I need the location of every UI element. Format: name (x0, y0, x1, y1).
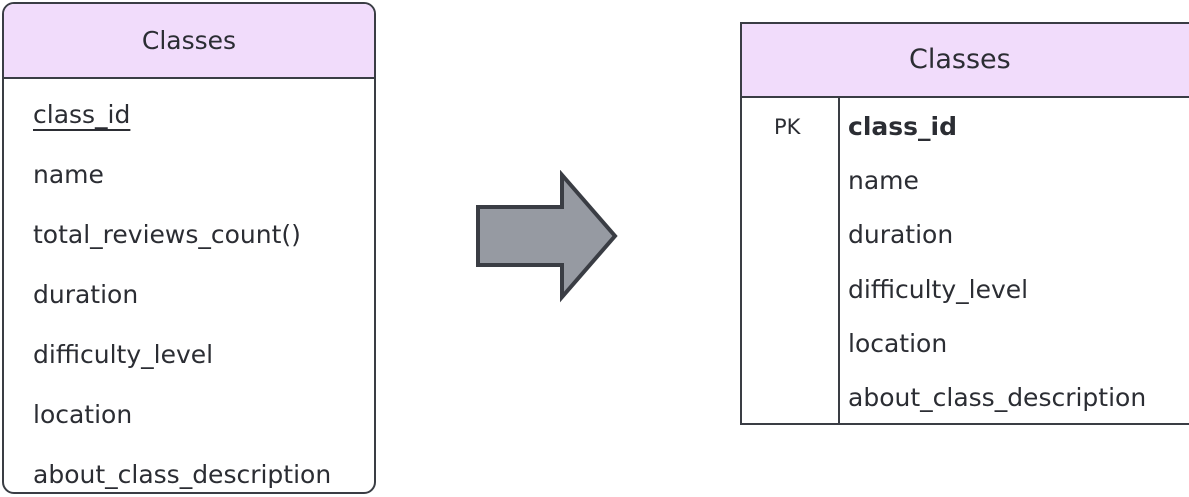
attribute-class-id: class_id (33, 100, 131, 129)
column-about-class-description: about_class_description (848, 383, 1147, 412)
column-location: location (848, 329, 948, 358)
column-duration: duration (848, 220, 954, 249)
transform-arrow-icon (476, 170, 618, 303)
table-header: Classes (742, 24, 1189, 98)
column-name: name (848, 166, 919, 195)
attribute-difficulty-level: difficulty_level (33, 340, 214, 369)
attribute-about-class-description: about_class_description (33, 460, 332, 489)
column-class-id: class_id (848, 112, 957, 141)
classes-entity-conceptual: Classes class_id name total_reviews_coun… (2, 2, 376, 494)
table-title: Classes (909, 44, 1011, 75)
key-column-divider (838, 98, 840, 423)
attribute-total-reviews-count: total_reviews_count() (33, 220, 301, 249)
primary-key-marker: PK (774, 115, 801, 139)
classes-table-logical: Classes PK class_id name duration diffic… (740, 22, 1189, 425)
attribute-name: name (33, 160, 104, 189)
attribute-location: location (33, 400, 133, 429)
attribute-duration: duration (33, 280, 139, 309)
column-difficulty-level: difficulty_level (848, 275, 1029, 304)
entity-title: Classes (4, 4, 374, 79)
